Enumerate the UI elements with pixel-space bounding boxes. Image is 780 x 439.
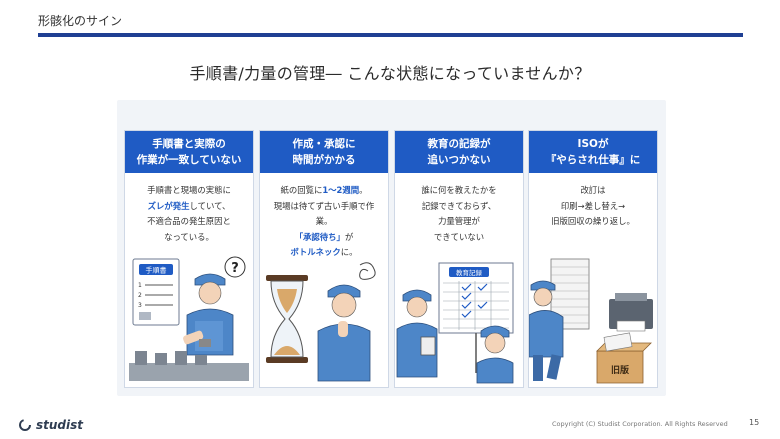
svg-text:2: 2 xyxy=(138,292,142,299)
description-text: 誰に何を教えたかを xyxy=(421,185,497,195)
board-title: 教育記録 xyxy=(456,268,483,277)
slide-title: 手順書/力量の管理― こんな状態になっていませんか？ xyxy=(189,64,591,83)
svg-text:1: 1 xyxy=(138,282,142,289)
paper-stack-icon xyxy=(550,258,590,330)
description-text: できていない xyxy=(433,231,485,242)
highlight-text: ズレが発生 xyxy=(147,200,190,211)
description-text: 不適合品の発生原因と xyxy=(147,216,231,226)
description-text: に。 xyxy=(340,247,358,257)
printer-icon xyxy=(609,293,653,332)
description-text: なっている。 xyxy=(164,231,214,242)
card-iso-burden: ISOが 『やらされ仕事』に 改訂は印刷→差し替え→ 旧版回収の繰り返し。 xyxy=(528,130,658,388)
highlight-text: ボトルネック xyxy=(290,247,341,257)
description-line: 改訂は xyxy=(535,183,651,199)
description-text: 改訂は xyxy=(580,185,606,195)
description-line: 印刷→差し替え→ xyxy=(535,199,651,215)
card-header: 作成・承認に 時間がかかる xyxy=(260,131,388,173)
hourglass-icon xyxy=(266,275,308,363)
description-line: 紙の回覧に1〜2週間。 xyxy=(266,183,382,199)
description-line: 記録できておらず、 xyxy=(401,199,517,215)
card-slow-approval: 作成・承認に 時間がかかる 紙の回覧に1〜2週間。現場は待てず古い手順で作業。「… xyxy=(259,130,389,388)
description-text: していて、 xyxy=(189,200,231,211)
description-text: 旧版回収の繰り返し。 xyxy=(551,216,635,226)
tangled-thought-icon xyxy=(359,262,376,280)
description-line: 現場は待てず古い手順で作業。 xyxy=(266,199,382,230)
card-header: ISOが 『やらされ仕事』に xyxy=(529,131,657,173)
old-version-box-icon: 旧版 xyxy=(596,332,652,384)
worker-figure xyxy=(183,273,234,356)
training-record-board-illustration: 教育記録 xyxy=(396,262,514,384)
description-line: ボトルネックに。 xyxy=(266,245,382,261)
highlight-text: 1〜2週間 xyxy=(322,185,360,195)
card-procedure-mismatch: 手順書と実際の 作業が一致していない 手順書と現場の実態にズレが発生していて、不… xyxy=(124,130,254,388)
description-text: 印刷→差し替え→ xyxy=(560,200,626,211)
procedure-document: 手順書 1 2 3 xyxy=(132,258,180,326)
logo-text: studist xyxy=(36,418,84,432)
card-description: 手順書と現場の実態にズレが発生していて、不適合品の発生原因となっている。 xyxy=(125,173,253,255)
description-line: 旧版回収の繰り返し。 xyxy=(535,214,651,230)
description-line: ズレが発生していて、 xyxy=(131,199,247,215)
document-title: 手順書 xyxy=(146,266,167,275)
description-text: 手順書と現場の実態に xyxy=(147,185,231,195)
card-description: 誰に何を教えたかを記録できておらず、力量管理ができていない xyxy=(395,173,523,255)
svg-text:3: 3 xyxy=(138,302,142,309)
page-number: 15 xyxy=(749,418,760,427)
description-line: 手順書と現場の実態に xyxy=(131,183,247,199)
box-label: 旧版 xyxy=(611,364,629,376)
paper-stack-worker-illustration: 旧版 xyxy=(529,258,653,384)
description-text: 現場は待てず古い手順で作業。 xyxy=(273,200,375,227)
description-line: なっている。 xyxy=(131,230,247,246)
machine-parts xyxy=(129,351,249,381)
card-header: 手順書と実際の 作業が一致していない xyxy=(125,131,253,173)
description-text: 紙の回覧に xyxy=(280,185,323,195)
card-description: 改訂は印刷→差し替え→ 旧版回収の繰り返し。 xyxy=(529,173,657,255)
worker-carrying-papers-figure xyxy=(529,280,564,381)
logo-mark-icon xyxy=(19,419,31,431)
description-line: 不適合品の発生原因と xyxy=(131,214,247,230)
description-text: 。 xyxy=(359,185,368,195)
copyright-notice: Copyright (C) Studist Corporation. All R… xyxy=(552,420,728,428)
studist-logo: studist xyxy=(18,418,83,432)
highlight-text: 「承認待ち」 xyxy=(294,231,345,242)
training-record-board: 教育記録 xyxy=(438,262,514,373)
description-text: 力量管理が xyxy=(438,216,480,226)
header-rule xyxy=(38,33,743,37)
svg-text:?: ? xyxy=(231,261,239,276)
worker-with-clipboard-figure xyxy=(396,289,438,378)
description-text: が xyxy=(344,231,354,242)
description-line: 力量管理が xyxy=(401,214,517,230)
card-description: 紙の回覧に1〜2週間。現場は待てず古い手順で作業。「承認待ち」がボトルネックに。 xyxy=(260,173,388,257)
worker-with-manual-illustration: 手順書 1 2 3 ? xyxy=(129,256,249,381)
description-text: 記録できておらず、 xyxy=(421,200,497,211)
trainee-figure xyxy=(476,325,514,384)
hourglass-worker-illustration xyxy=(266,262,376,382)
description-line: 誰に何を教えたかを xyxy=(401,183,517,199)
card-header: 教育の記録が 追いつかない xyxy=(395,131,523,173)
question-bubble-icon: ? xyxy=(224,256,246,278)
description-line: できていない xyxy=(401,230,517,246)
thinking-worker-figure xyxy=(317,284,371,382)
description-line: 「承認待ち」が xyxy=(266,230,382,246)
card-training-records: 教育の記録が 追いつかない 誰に何を教えたかを記録できておらず、力量管理ができて… xyxy=(394,130,524,388)
section-label: 形骸化のサイン xyxy=(38,14,123,28)
